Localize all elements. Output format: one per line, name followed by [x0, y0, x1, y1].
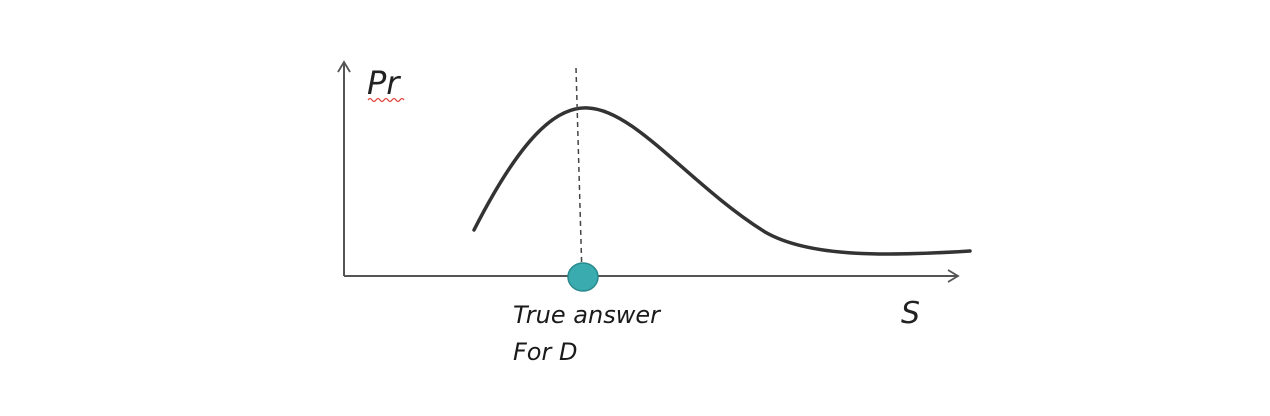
marker-caption-line1: True answer [513, 301, 662, 329]
peak-dashed-line [575, 67, 583, 277]
probability-curve [472, 106, 972, 256]
x-axis-label: S [901, 296, 920, 331]
true-answer-marker [567, 262, 599, 292]
y-axis-label: Pr [367, 64, 401, 102]
spellcheck-squiggle [367, 97, 405, 103]
marker-caption-line2: For D [513, 338, 577, 366]
